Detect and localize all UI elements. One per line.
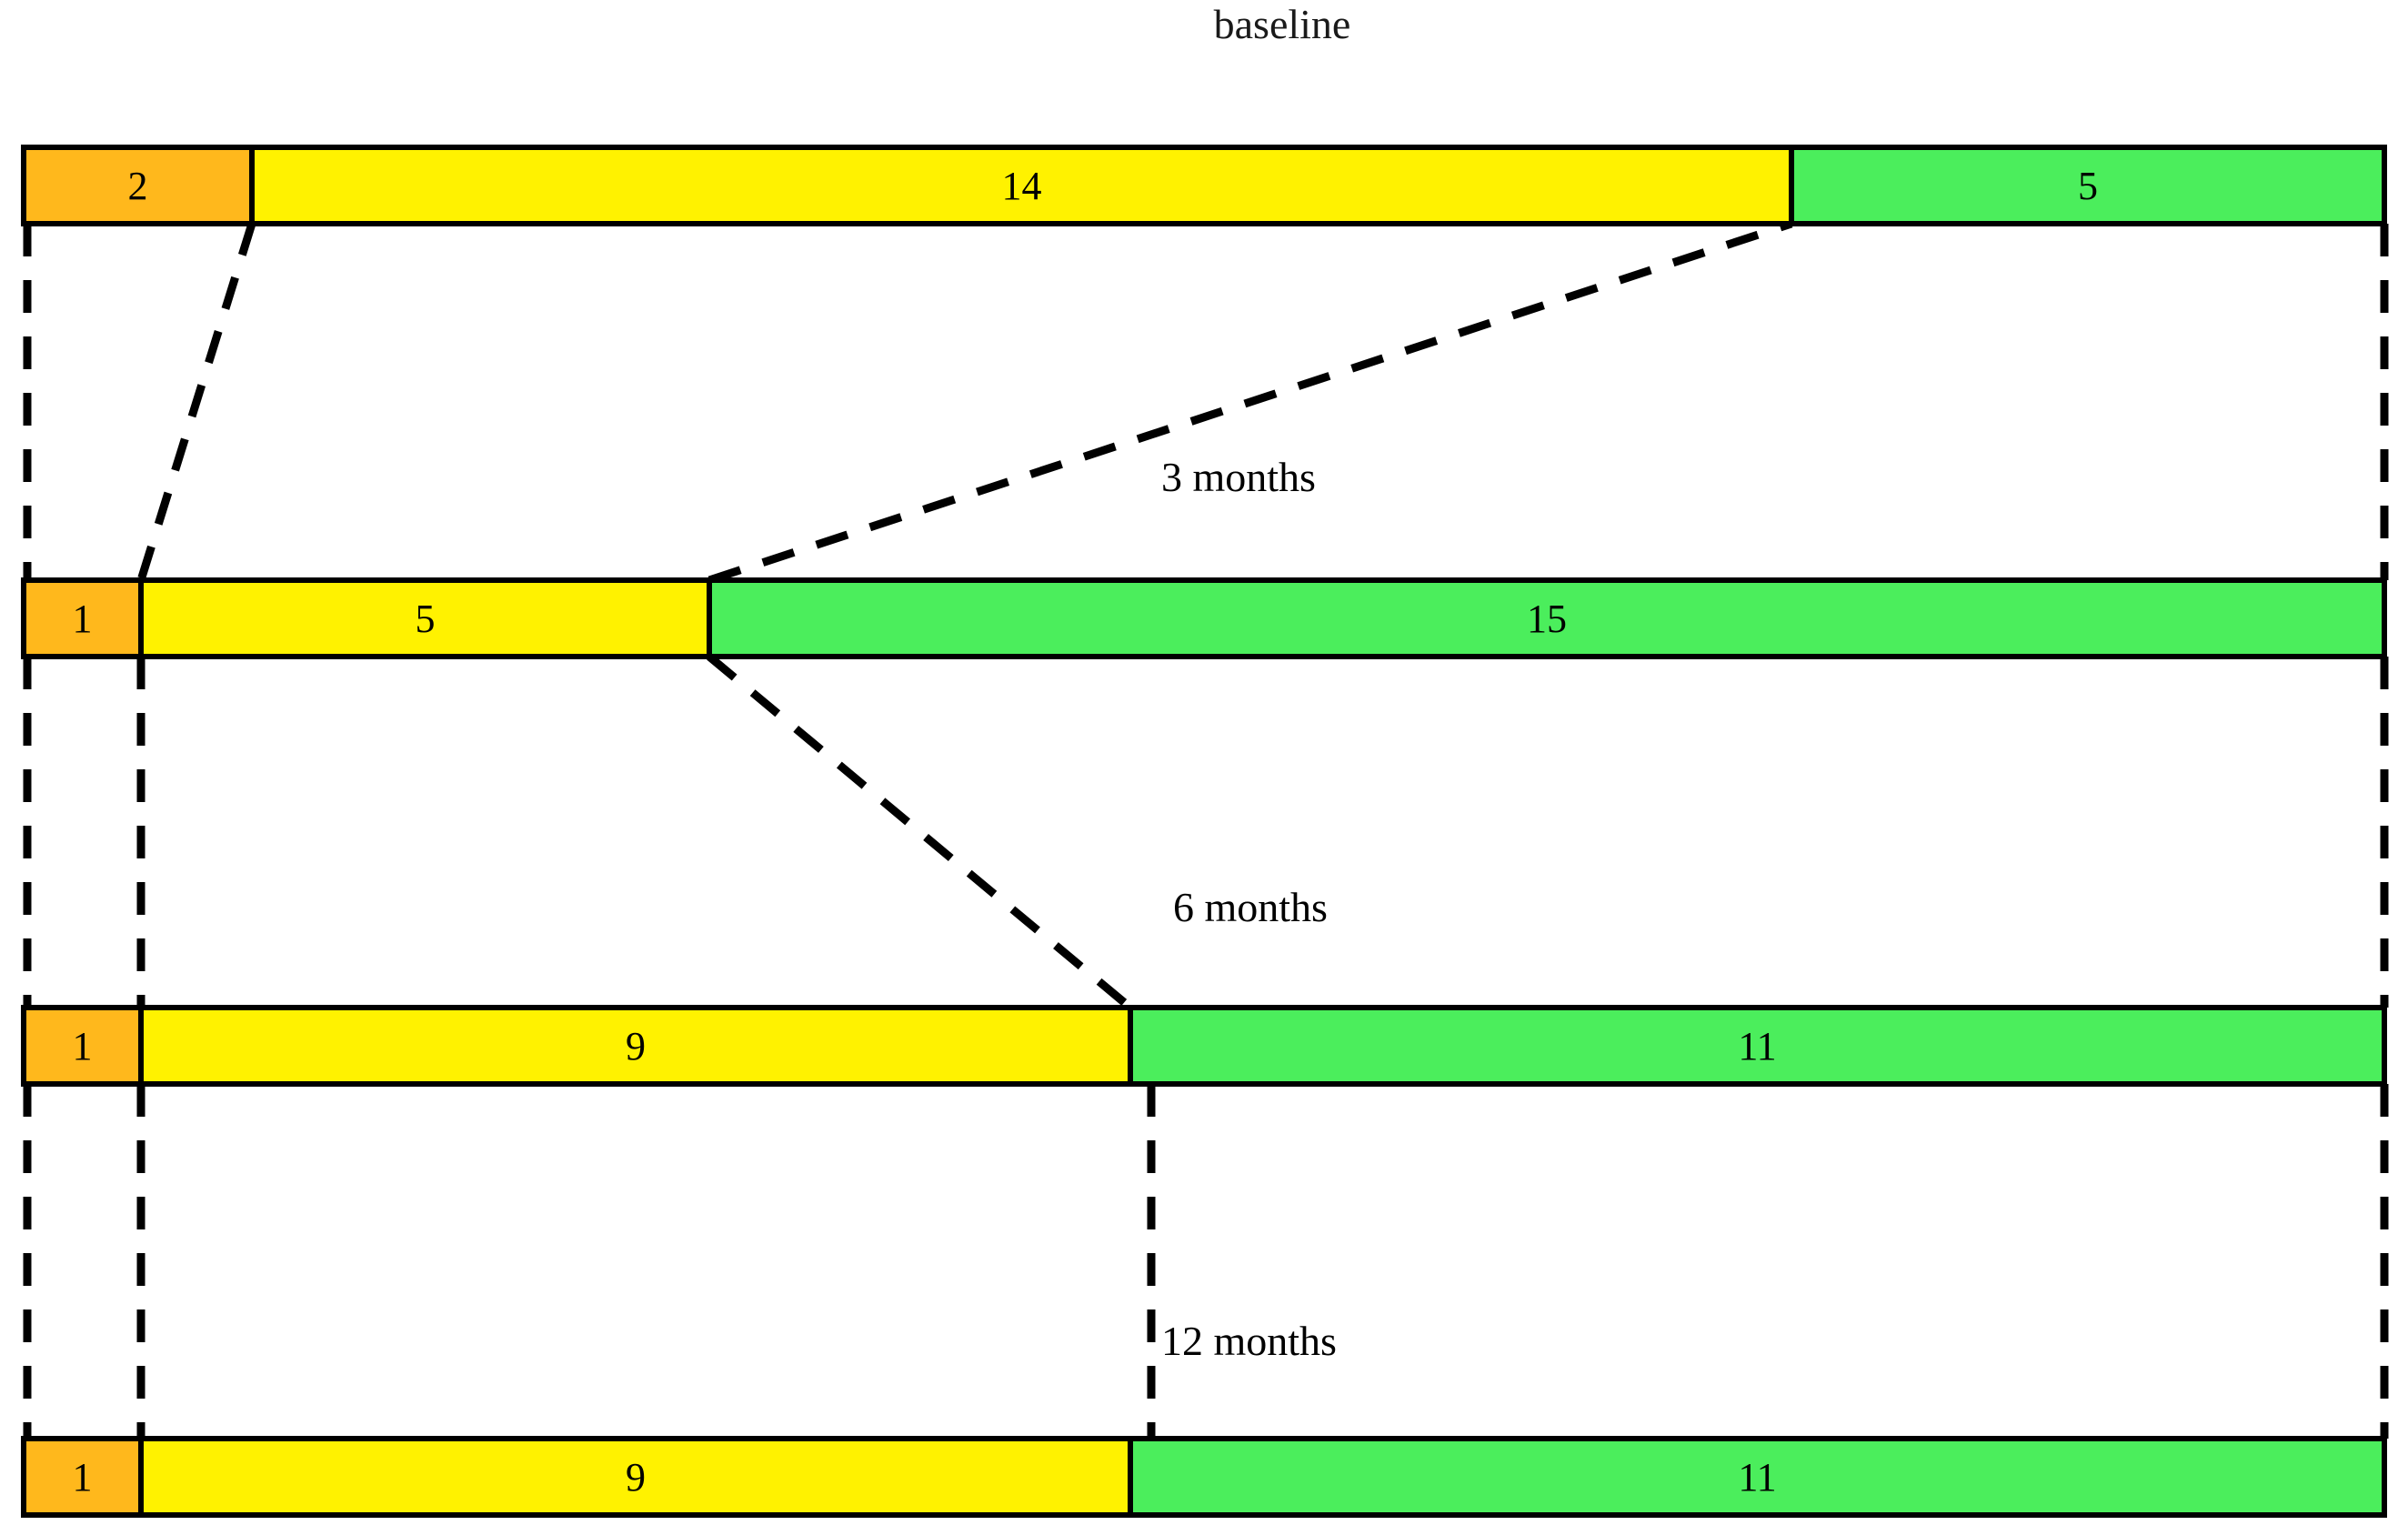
bar-segment-value: 9 bbox=[626, 1024, 646, 1069]
bar-segment-value: 14 bbox=[1002, 164, 1042, 208]
bar-segment-orange bbox=[21, 1005, 144, 1087]
bar-segment-green bbox=[1789, 145, 2387, 226]
bar-segment-value: 1 bbox=[73, 597, 93, 641]
bar-segment-value: 1 bbox=[73, 1455, 93, 1500]
connector-green-3m-to-baseline bbox=[707, 219, 1793, 585]
connector-green-3m-to-6m bbox=[707, 653, 1133, 1011]
timepoint-label-6-months: 6 months bbox=[1173, 884, 1328, 930]
bar-segment-value: 2 bbox=[128, 164, 148, 208]
bar-segment-yellow bbox=[138, 1436, 1133, 1518]
bar-segment-green bbox=[1128, 1436, 2387, 1518]
bar-segment-yellow bbox=[249, 145, 1794, 226]
bar-segment-yellow bbox=[138, 577, 712, 659]
timepoint-label-3-months: 3 months bbox=[1161, 454, 1316, 500]
bar-segment-yellow bbox=[138, 1005, 1133, 1087]
bar-segment-value: 11 bbox=[1738, 1024, 1776, 1069]
labels-group: 3 months 6 months 12 months bbox=[1161, 454, 1337, 1364]
bar-segment-value: 15 bbox=[1527, 597, 1567, 641]
chart-title: baseline bbox=[1214, 1, 1351, 47]
bar-segment-green bbox=[707, 577, 2387, 659]
bar-row-baseline: 2 14 5 bbox=[21, 145, 2387, 226]
timepoint-label-12-months: 12 months bbox=[1161, 1318, 1337, 1364]
bar-segment-value: 1 bbox=[73, 1024, 93, 1069]
bar-segment-green bbox=[1128, 1005, 2387, 1087]
bar-segment-value: 5 bbox=[416, 597, 436, 641]
connector-lines-group bbox=[23, 219, 2389, 1439]
bar-segment-orange bbox=[21, 577, 144, 659]
bar-segment-value: 5 bbox=[2078, 164, 2098, 208]
bar-segment-value: 9 bbox=[626, 1455, 646, 1500]
bar-segment-orange bbox=[21, 145, 255, 226]
bar-segment-value: 11 bbox=[1738, 1455, 1776, 1500]
connector-orange-baseline-to-3m bbox=[136, 222, 256, 582]
